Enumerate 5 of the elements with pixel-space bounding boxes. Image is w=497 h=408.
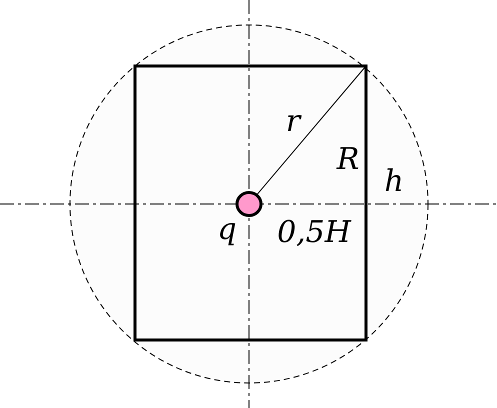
variable-label: h [384, 167, 404, 197]
variable-label: r [286, 107, 300, 137]
variable-label: R [336, 145, 360, 175]
variable-label: q [217, 215, 237, 245]
variable-label: 0,5H [277, 218, 351, 248]
